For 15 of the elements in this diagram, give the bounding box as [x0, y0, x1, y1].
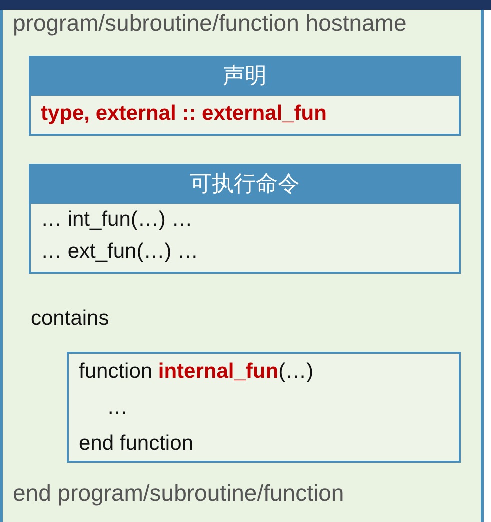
- code-line: type, external :: external_fun: [40, 101, 328, 127]
- code-line: end function: [78, 431, 194, 457]
- section-header: 声明: [31, 58, 459, 96]
- section-box: [29, 164, 461, 274]
- section-header: 可执行命令: [31, 166, 459, 204]
- code-line: end program/subroutine/function: [13, 480, 344, 507]
- code-line: …: [106, 395, 129, 421]
- code-block: [67, 352, 461, 463]
- keyword-text: contains: [31, 307, 110, 331]
- code-line: … int_fun(…) …: [40, 207, 194, 233]
- code-line: function internal_fun(…): [78, 359, 315, 385]
- panel-background: [0, 10, 484, 522]
- section-box: [29, 56, 461, 136]
- code-line: … ext_fun(…) …: [40, 239, 200, 265]
- code-line: program/subroutine/function hostname: [13, 10, 407, 37]
